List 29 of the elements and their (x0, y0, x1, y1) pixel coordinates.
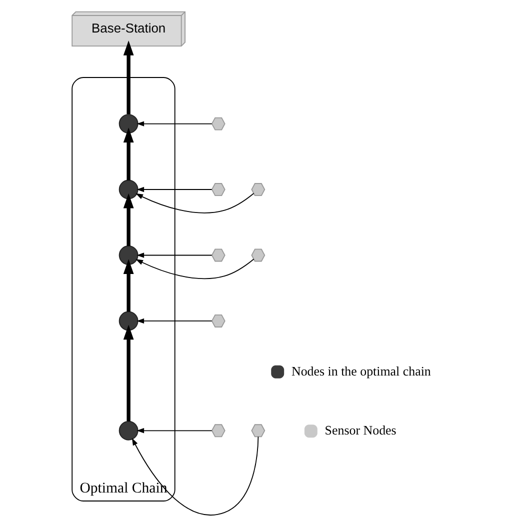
node-circle (118, 114, 138, 134)
arrow (136, 252, 212, 258)
node-hexagon (210, 248, 225, 262)
node-circle (118, 420, 138, 440)
arrow (122, 259, 134, 312)
arrow (122, 128, 134, 180)
arrow (131, 436, 258, 516)
arrow (136, 121, 212, 126)
node-circle (118, 311, 138, 331)
node-hexagon (250, 248, 265, 262)
node-circle (118, 246, 138, 265)
arrow (135, 258, 254, 280)
arrow (135, 192, 254, 214)
arrow (136, 186, 212, 192)
arrow (122, 40, 134, 114)
node-hexagon (210, 314, 225, 328)
legend-label: Nodes in the optimal chain (290, 363, 430, 378)
node-hexagon (250, 424, 265, 438)
node-circle (118, 180, 138, 200)
arrow (136, 428, 212, 434)
node-hexagon (210, 424, 225, 438)
cluster: Optimal Chain (71, 77, 175, 502)
arrow (122, 193, 134, 246)
arrow (136, 318, 212, 324)
arrow (122, 324, 134, 422)
node-hexagon (210, 117, 225, 130)
node-hexagon (250, 183, 265, 196)
legend-label: Sensor Nodes (324, 422, 396, 438)
node-hexagon (210, 183, 225, 196)
